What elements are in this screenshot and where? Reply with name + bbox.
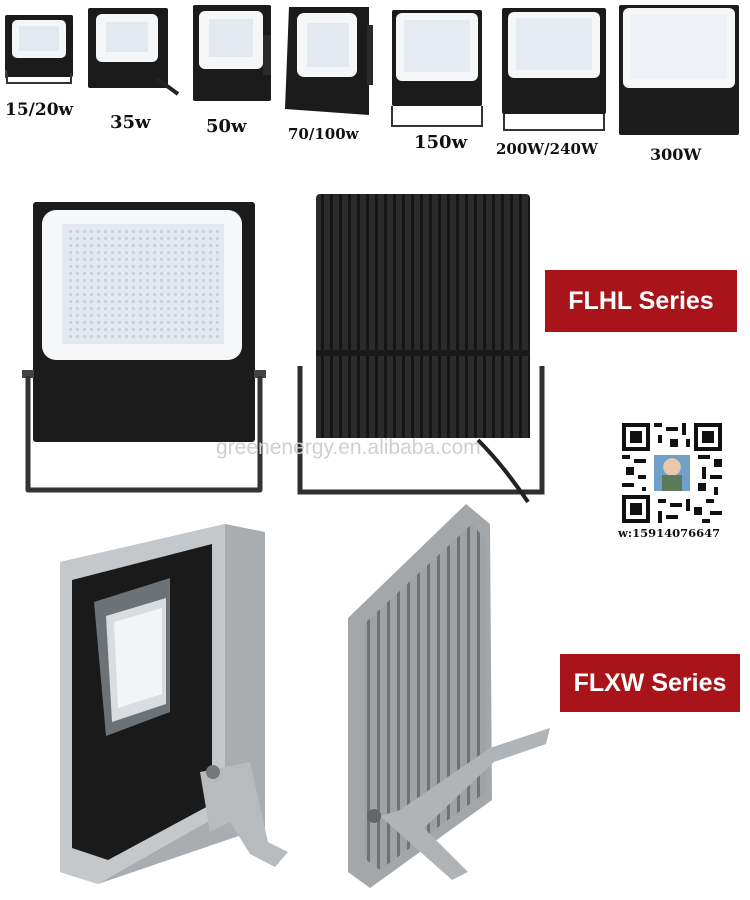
floodlight-300w-image	[619, 5, 739, 135]
flhl-back-image	[297, 194, 545, 504]
size-label-35w: 35w	[110, 112, 151, 133]
flhl-series-badge: FLHL Series	[545, 270, 737, 332]
floodlight-35w-image	[88, 8, 180, 96]
size-label-15-20w: 15/20w	[5, 100, 74, 120]
flxw-series-badge: FLXW Series	[560, 654, 740, 712]
size-label-150w: 150w	[414, 132, 468, 153]
size-label-70-100w: 70/100w	[288, 125, 359, 143]
site-watermark: greenenergy.en.alibaba.com	[216, 436, 481, 459]
qr-code-icon	[622, 423, 722, 523]
flxw-front-image	[60, 524, 288, 884]
floodlight-15-20w-image	[5, 15, 73, 84]
wechat-contact-number: w:15914076647	[618, 526, 721, 540]
size-label-50w: 50w	[206, 116, 247, 137]
flhl-front-image	[22, 202, 266, 493]
floodlight-70-100w-image	[285, 7, 373, 115]
floodlight-200-240w-image	[502, 8, 606, 131]
size-label-200-240w: 200W/240W	[496, 140, 598, 158]
flxw-back-image	[348, 504, 550, 888]
floodlight-50w-image	[193, 5, 271, 101]
size-label-300w: 300W	[650, 145, 702, 164]
floodlight-150w-image	[391, 10, 483, 127]
